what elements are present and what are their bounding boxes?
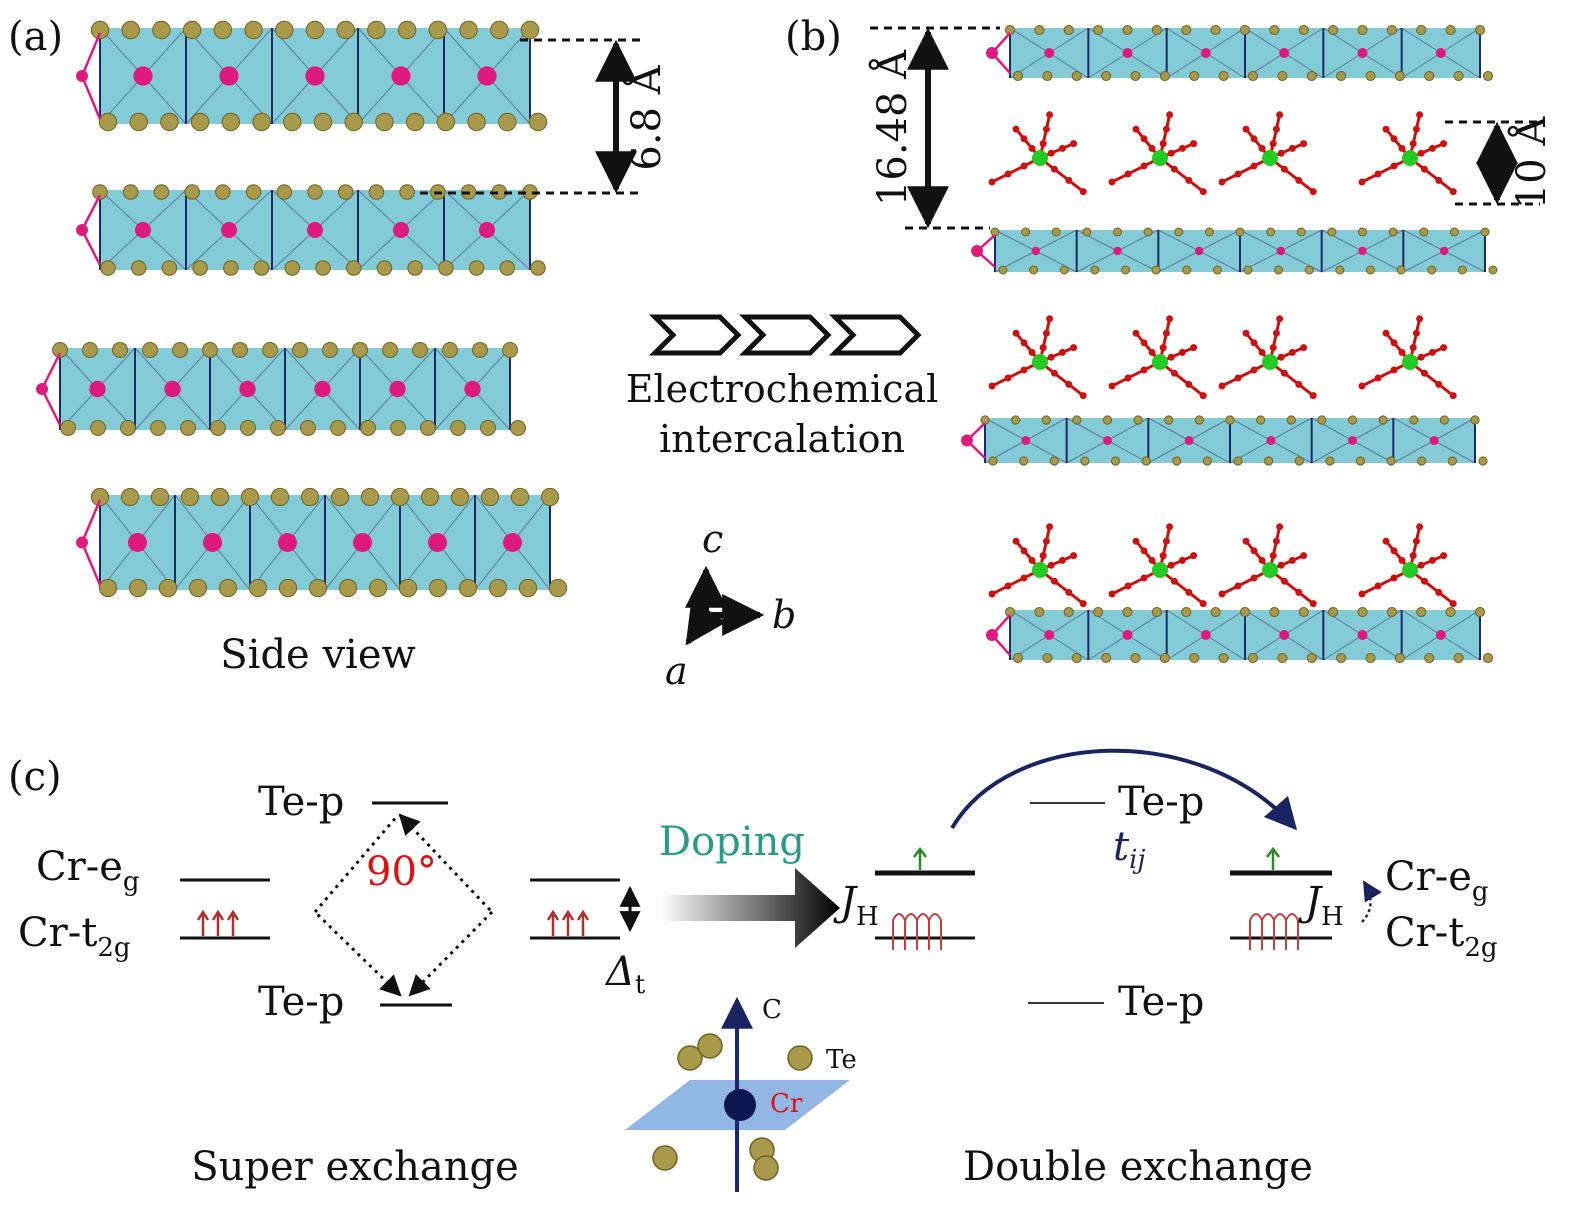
doping-block: Doping xyxy=(659,819,840,948)
a-caption: Side view xyxy=(220,632,416,678)
intercalant-molecule-11 xyxy=(1218,523,1317,608)
double-exchange-title: Double exchange xyxy=(963,1144,1313,1190)
b-layer-1 xyxy=(986,24,1494,82)
se-right-spin-arrows-icon xyxy=(546,909,590,936)
se-left-spin-arrows-icon xyxy=(196,909,240,936)
panel-b: (b) 16.48 Å 10 Å xyxy=(785,14,1555,664)
a-spacing-label: 6.8 Å xyxy=(623,64,670,170)
de-t2g-label: Cr-t2g xyxy=(1385,910,1498,963)
de-eg-label: Cr-eg xyxy=(1385,854,1489,907)
a-axis-arrow xyxy=(685,598,727,646)
intercalant-molecule-5 xyxy=(988,315,1087,400)
super-exchange: Te-p Te-p Cr-eg Cr-t2g Δt xyxy=(18,779,646,1190)
super-exchange-title: Super exchange xyxy=(191,1144,519,1190)
tij-label: tij xyxy=(1113,824,1145,875)
b-inter-label: 10 Å xyxy=(1508,116,1555,210)
intercalant-molecule-1 xyxy=(988,111,1087,196)
intercalant-molecule-6 xyxy=(1108,315,1207,400)
super-exchange-path xyxy=(313,813,494,997)
de-left-jh-label: JH xyxy=(833,879,879,932)
intercalant-molecule-10 xyxy=(1108,523,1207,608)
de-left-eg-spin-icon xyxy=(913,846,927,870)
se-te-p-top-label: Te-p xyxy=(258,779,344,825)
intercalant-molecule-12 xyxy=(1358,523,1457,608)
a-axis-label: a xyxy=(665,649,688,693)
de-right-eg-spin-icon xyxy=(1266,846,1280,870)
crte-inset: C Te Cr xyxy=(625,995,857,1192)
a-layer-3 xyxy=(36,342,526,436)
delta-t-label: Δt xyxy=(604,949,646,1000)
tij-hopping-arrow xyxy=(950,748,1298,831)
de-te-p-bottom-label: Te-p xyxy=(1118,979,1204,1025)
de-te-p-top-label: Te-p xyxy=(1118,779,1204,825)
double-exchange: Te-p Te-p JH JH tij Cr-eg Cr-t2g xyxy=(833,748,1498,1190)
intercalant-molecule-8 xyxy=(1358,315,1457,400)
panel-b-label: (b) xyxy=(785,14,842,60)
a-layer-2 xyxy=(76,184,546,276)
b-layer-3 xyxy=(961,415,1488,466)
inset-te-atoms xyxy=(652,1033,813,1181)
process-line2: intercalation xyxy=(659,417,905,461)
inset-cr-label: Cr xyxy=(770,1089,803,1119)
de-right-t2g-spins-icon xyxy=(1249,913,1299,950)
intercalant-molecule-9 xyxy=(988,523,1087,608)
a-layer-1 xyxy=(76,20,548,132)
panel-c-label: (c) xyxy=(8,754,62,800)
inset-te-label: Te xyxy=(826,1045,857,1075)
b-total-label: 16.48 Å xyxy=(869,49,916,206)
intercalant-molecule-4 xyxy=(1358,111,1457,196)
se-eg-label: Cr-eg xyxy=(36,844,140,897)
panel-b-layers xyxy=(961,24,1498,664)
intercalant-molecule-3 xyxy=(1218,111,1317,196)
chevron-arrows-icon xyxy=(648,314,922,356)
c-axis-label: c xyxy=(702,517,723,561)
inset-c-label: C xyxy=(762,995,782,1025)
de-left-t2g-spins-icon xyxy=(892,913,942,950)
se-t2g-label: Cr-t2g xyxy=(18,910,131,963)
panel-c: (c) Te-p Te-p Cr-eg Cr-t2g xyxy=(8,748,1498,1192)
de-hund-arrow xyxy=(1361,880,1382,923)
b-axis-label: b xyxy=(772,593,796,637)
b-layer-4 xyxy=(986,606,1494,664)
process-line1: Electrochemical xyxy=(626,367,939,411)
a-layer-4 xyxy=(76,487,568,598)
panel-b-intercalants xyxy=(988,111,1457,608)
inset-cr-atom xyxy=(724,1089,756,1121)
axes-triad: c b a xyxy=(665,517,796,693)
panel-a: (a) 6.8 Å Side view xyxy=(8,14,670,678)
panel-a-layers xyxy=(36,20,568,598)
angle-label: 90° xyxy=(366,849,437,895)
de-right-jh-label: JH xyxy=(1298,879,1344,932)
intercalant-molecule-2 xyxy=(1108,111,1207,196)
doping-arrow xyxy=(660,868,840,948)
panel-a-label: (a) xyxy=(8,14,63,60)
se-te-p-bottom-label: Te-p xyxy=(258,979,344,1025)
b-layer-2 xyxy=(971,227,1498,275)
process-block: Electrochemical intercalation c b a xyxy=(626,314,939,693)
intercalant-molecule-7 xyxy=(1218,315,1317,400)
doping-label: Doping xyxy=(659,819,805,865)
